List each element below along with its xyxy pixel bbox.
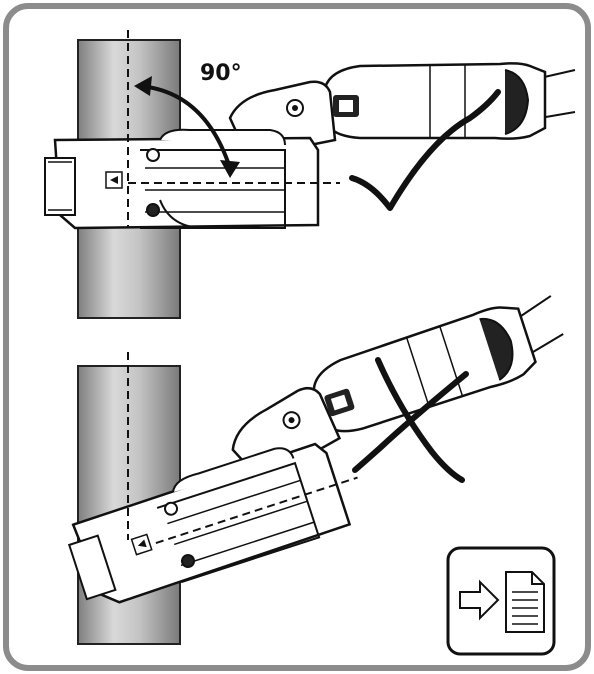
- document-icon: [505, 571, 545, 633]
- cross-mark: [375, 357, 465, 483]
- grinder-handle-bottom: [312, 306, 537, 433]
- correct-setup-illustration: 90°: [44, 30, 576, 319]
- angle-label: 90°: [200, 61, 242, 86]
- see-document-icon: [446, 546, 556, 656]
- rotation-arrow: [139, 84, 232, 169]
- check-mark: [349, 89, 501, 211]
- arrow-right-icon: [459, 579, 500, 621]
- incorrect-setup-illustration: [67, 295, 564, 645]
- grinder-handle-top: [323, 62, 547, 140]
